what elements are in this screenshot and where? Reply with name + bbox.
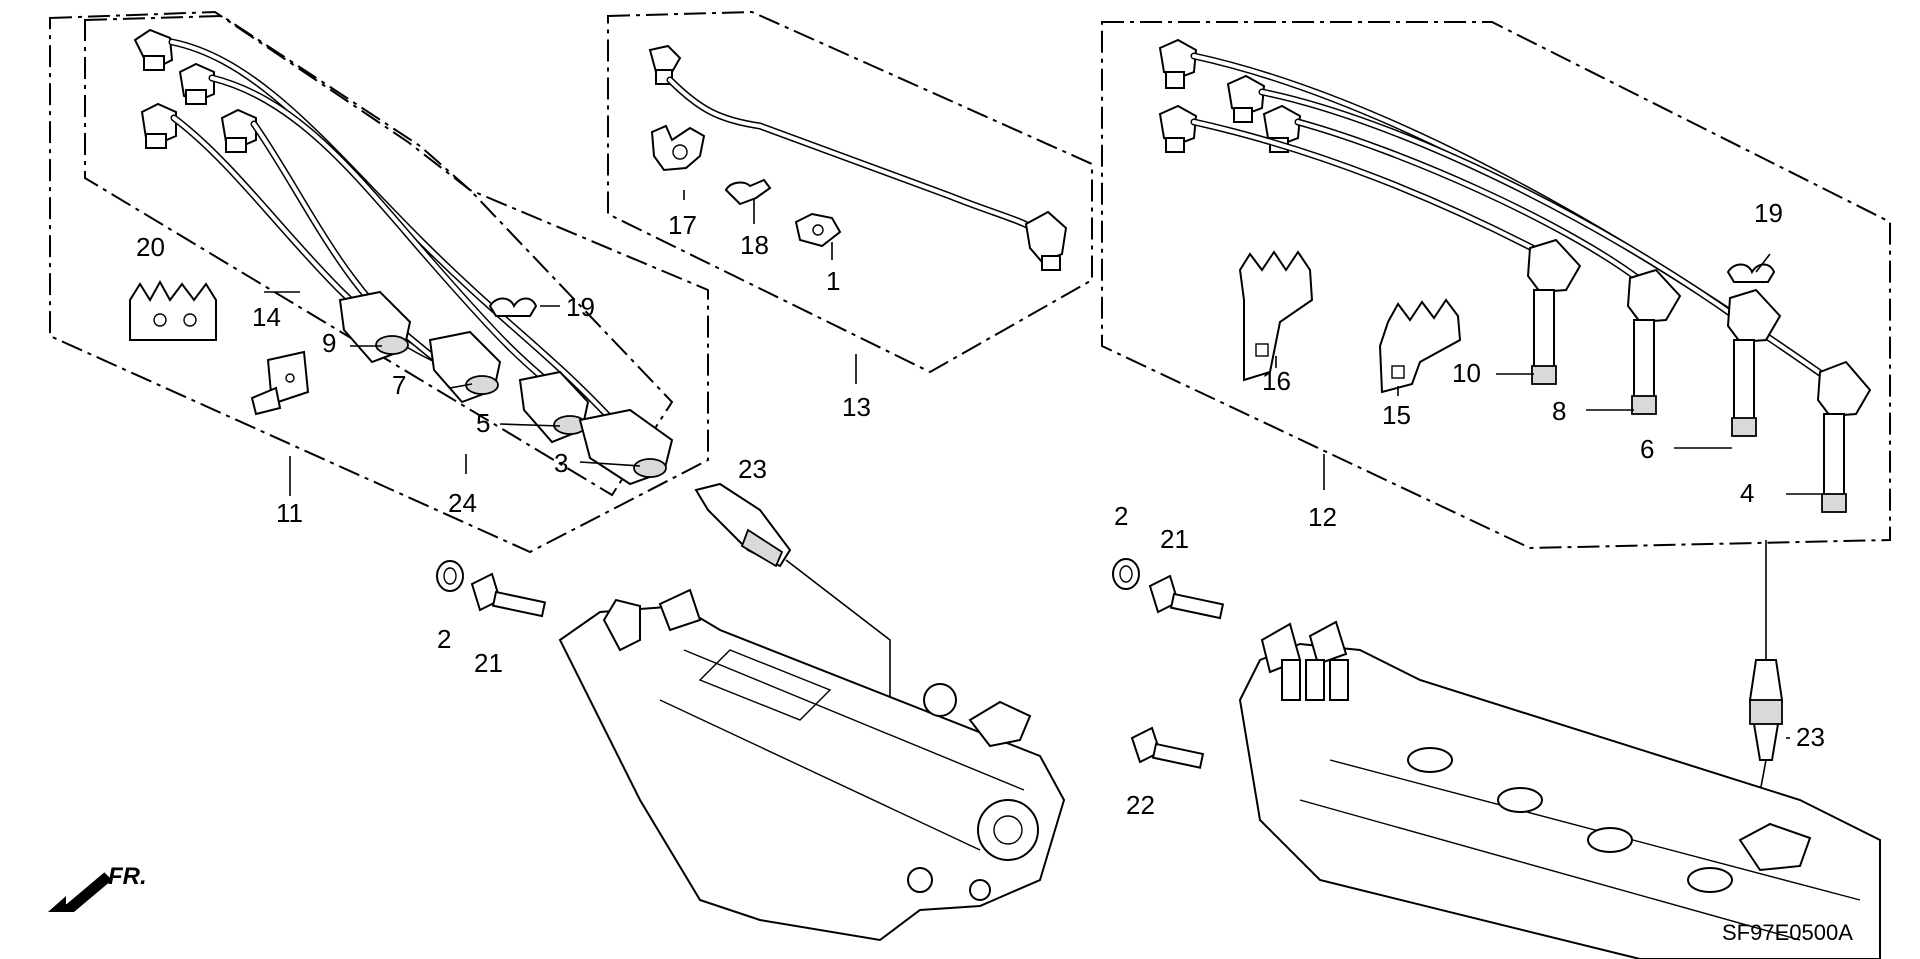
bolt-21-right	[1148, 574, 1225, 620]
group-box-11	[49, 10, 709, 554]
front-direction-arrow: FR.	[48, 863, 147, 912]
engine-head-right	[1238, 620, 1881, 959]
plug-boot-left-2	[178, 62, 215, 105]
wire-holder-15	[1378, 298, 1462, 394]
wire-holder-16	[1238, 250, 1314, 382]
coil-wire-13	[648, 44, 1068, 271]
plug-side-boot-3	[578, 408, 674, 486]
left-ignition-wire-set	[129, 28, 674, 486]
callout-6: 6	[1640, 434, 1654, 464]
callout-1: 1	[826, 266, 840, 296]
plug-boot-right-2	[1226, 74, 1266, 123]
plug-boot-left-3	[140, 102, 177, 149]
bolt-22	[1130, 726, 1205, 769]
coil-wire-end-top	[648, 44, 682, 85]
group-box-12	[1101, 21, 1891, 550]
right-ignition-wire-set	[1158, 38, 1872, 513]
washer-2-right	[1112, 558, 1140, 590]
callout-2-left: 2	[437, 624, 451, 654]
callout-20: 20	[136, 232, 165, 262]
callout-8: 8	[1552, 396, 1566, 426]
callout-10: 10	[1452, 358, 1481, 388]
plug-side-boot-7	[428, 330, 502, 404]
callout-12: 12	[1308, 502, 1337, 532]
wire-clip-19-left	[488, 297, 538, 317]
callout-9: 9	[322, 328, 336, 358]
wire-clip-19-right	[1726, 263, 1776, 283]
wire-holder-20	[129, 279, 217, 341]
plug-boot-right-3	[1158, 104, 1198, 153]
callout-2-right: 2	[1114, 501, 1128, 531]
callouts: 1 2 2 3 4 5 6 7 8 9 10 11 12 13 14 15 16…	[136, 198, 1825, 820]
callout-14: 14	[252, 302, 281, 332]
front-marker-label: FR.	[108, 863, 147, 890]
callout-24: 24	[448, 488, 477, 518]
bolt-21-left	[470, 572, 547, 618]
coil-wire-end-bottom	[1024, 210, 1068, 271]
callout-17: 17	[668, 210, 697, 240]
callout-23-left: 23	[738, 454, 767, 484]
callout-4: 4	[1740, 478, 1754, 508]
callout-3: 3	[554, 448, 568, 478]
wire-clip-18	[724, 178, 772, 206]
plug-boot-left-1	[133, 28, 174, 71]
engine-head-left	[558, 588, 1066, 942]
plug-side-boot-9	[338, 290, 412, 364]
group-box-13	[607, 10, 1093, 374]
washer-2-left	[436, 560, 464, 592]
plug-boot-8	[1626, 268, 1682, 415]
wire-clip-1	[794, 212, 842, 248]
callout-19-right: 19	[1754, 198, 1783, 228]
callout-11: 11	[276, 498, 303, 528]
callout-7: 7	[392, 370, 406, 400]
callout-22: 22	[1126, 790, 1155, 820]
callout-19-left: 19	[566, 292, 595, 322]
callout-23-right: 23	[1796, 722, 1825, 752]
group-box-24	[84, 14, 674, 497]
callout-16: 16	[1262, 366, 1291, 396]
callout-21-right: 21	[1160, 524, 1189, 554]
callout-15: 15	[1382, 400, 1411, 430]
plug-boot-right-1	[1158, 38, 1198, 89]
callout-5: 5	[476, 408, 490, 438]
callout-13: 13	[842, 392, 871, 422]
plug-boot-10	[1526, 238, 1582, 385]
bracket-14	[250, 350, 310, 416]
wire-clip-17	[650, 124, 706, 172]
plug-boot-4	[1816, 360, 1872, 513]
plug-boot-6	[1726, 288, 1782, 437]
callout-18: 18	[740, 230, 769, 260]
diagram-code: SF97E0500A	[1722, 920, 1853, 945]
plug-boot-left-4	[220, 108, 257, 153]
callout-21-left: 21	[474, 648, 503, 678]
leader-lines	[264, 190, 1822, 739]
